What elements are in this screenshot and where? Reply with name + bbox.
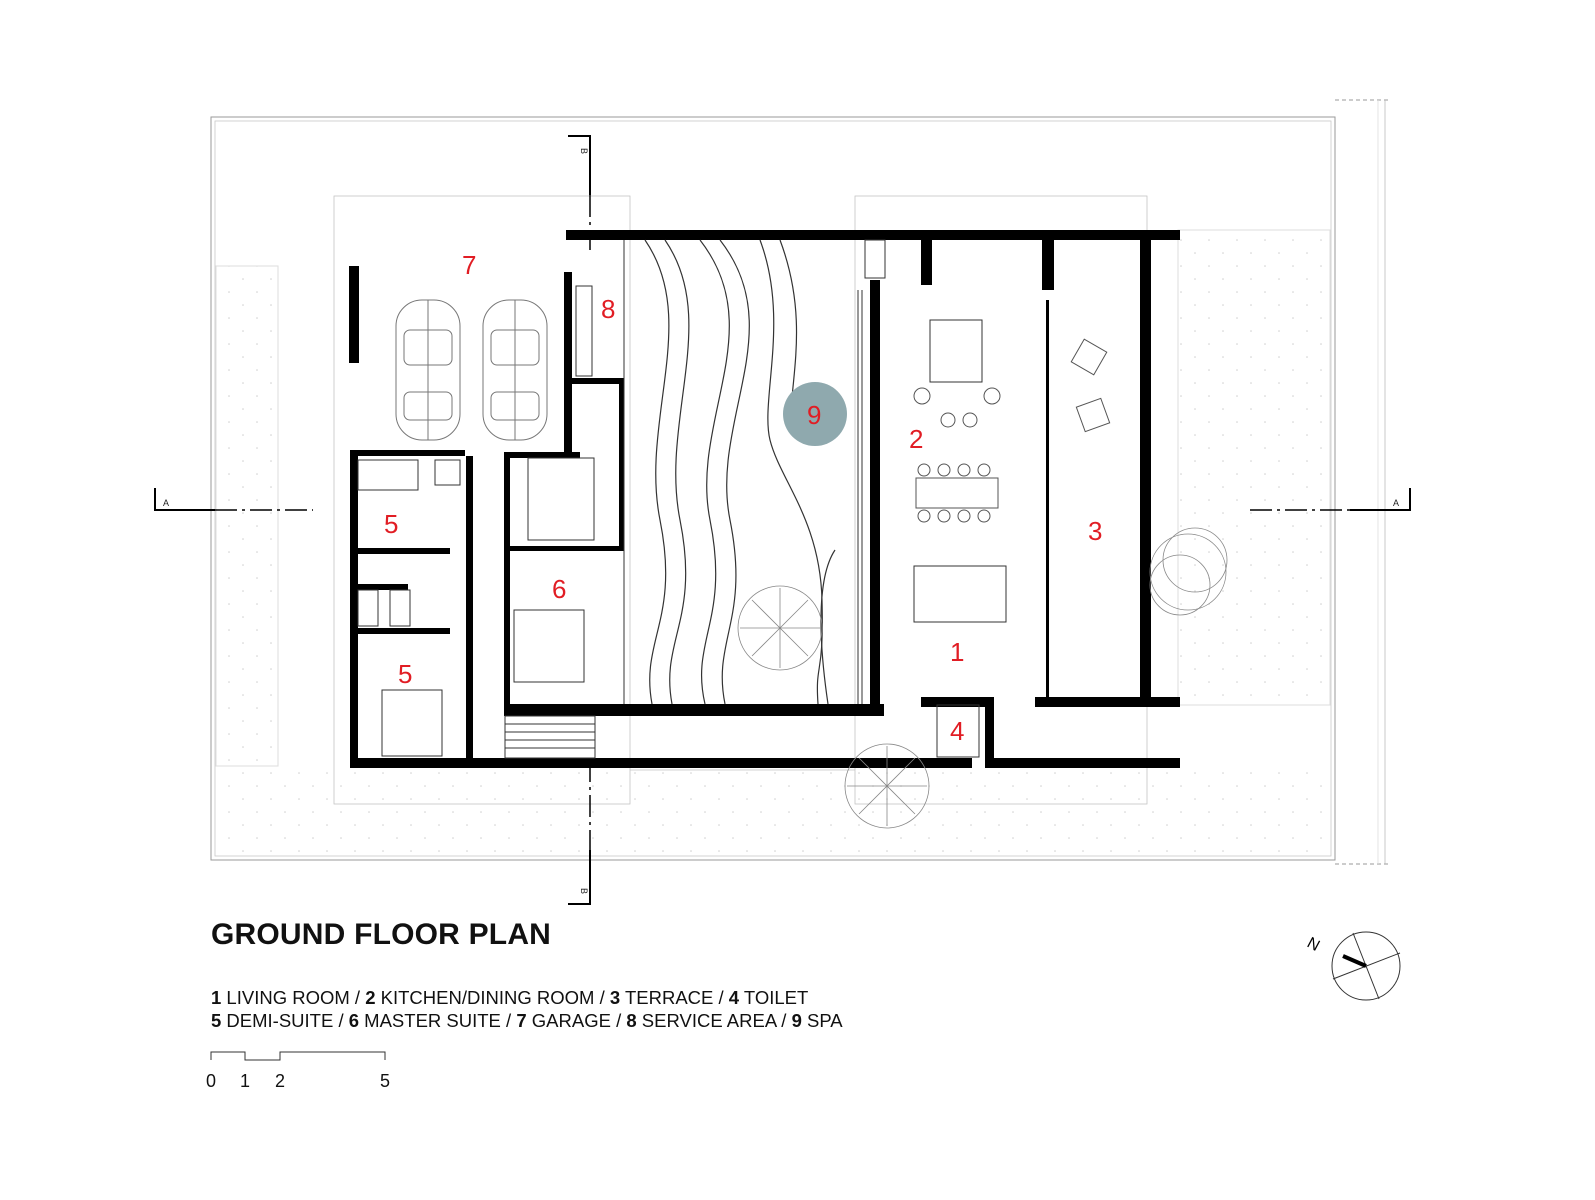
legend-label: MASTER SUITE / xyxy=(359,1010,517,1031)
legend-num: 2 xyxy=(365,987,376,1008)
legend-label: TERRACE / xyxy=(620,987,729,1008)
lounge-chair xyxy=(1070,338,1111,433)
legend-num: 9 xyxy=(791,1010,802,1031)
section-b-top-label: B xyxy=(579,148,589,154)
legend-num: 1 xyxy=(211,987,222,1008)
legend-label: TOILET xyxy=(739,987,809,1008)
room-number-1: 1 xyxy=(950,637,964,667)
legend-num: 4 xyxy=(728,987,740,1008)
plan-title: GROUND FLOOR PLAN xyxy=(211,918,552,951)
room-number-3: 3 xyxy=(1088,516,1102,546)
landscape-area xyxy=(215,229,1331,854)
legend-num: 6 xyxy=(348,1010,360,1031)
room-number-6: 6 xyxy=(552,574,566,604)
tree-symbol xyxy=(737,527,1228,829)
scale-label-2: 2 xyxy=(275,1071,286,1091)
dining-table xyxy=(913,387,1001,523)
legend-line-2: 5 DEMI-SUITE / 6 MASTER SUITE / 7 GARAGE… xyxy=(211,1010,843,1032)
car-icon xyxy=(482,299,548,441)
interior-lines xyxy=(357,239,1007,759)
legend-label: DEMI-SUITE / xyxy=(221,1010,349,1031)
north-label: N xyxy=(1304,935,1322,955)
legend-label: SPA xyxy=(801,1010,843,1031)
scale-label-5: 5 xyxy=(380,1071,391,1091)
room-number-5a: 5 xyxy=(384,509,398,539)
legend-label: LIVING ROOM / xyxy=(221,987,366,1008)
spa-pool xyxy=(783,382,847,446)
site-boundary xyxy=(210,99,1390,865)
room-number-4: 4 xyxy=(950,716,964,746)
room-number-9: 9 xyxy=(807,400,821,430)
legend-num: 8 xyxy=(626,1010,637,1031)
legend-num: 7 xyxy=(516,1010,527,1031)
garden-wave-lines xyxy=(644,239,836,705)
legend-num: 3 xyxy=(609,987,621,1008)
room-number-2: 2 xyxy=(909,424,923,454)
north-arrow-icon xyxy=(1331,931,1401,1001)
walls xyxy=(350,230,1180,768)
room-number-8: 8 xyxy=(601,294,615,324)
scale-label-1: 1 xyxy=(240,1071,251,1091)
section-line-a xyxy=(154,488,1411,511)
legend-label: GARAGE / xyxy=(526,1010,627,1031)
legend-num: 5 xyxy=(211,1010,222,1031)
legend-label: KITCHEN/DINING ROOM / xyxy=(375,987,610,1008)
scale-bar xyxy=(210,1051,386,1061)
legend-line-1: 1 LIVING ROOM / 2 KITCHEN/DINING ROOM / … xyxy=(211,987,808,1009)
room-number-5b: 5 xyxy=(398,659,412,689)
legend-label: SERVICE AREA / xyxy=(636,1010,792,1031)
section-line-b xyxy=(568,135,591,905)
section-a-left-label: A xyxy=(163,498,169,508)
car-icon xyxy=(395,299,461,441)
scale-label-0: 0 xyxy=(206,1071,217,1091)
section-b-bottom-label: B xyxy=(579,888,589,894)
garage-wall-mark xyxy=(349,266,359,363)
room-number-7: 7 xyxy=(462,250,476,280)
section-a-right-label: A xyxy=(1393,498,1399,508)
